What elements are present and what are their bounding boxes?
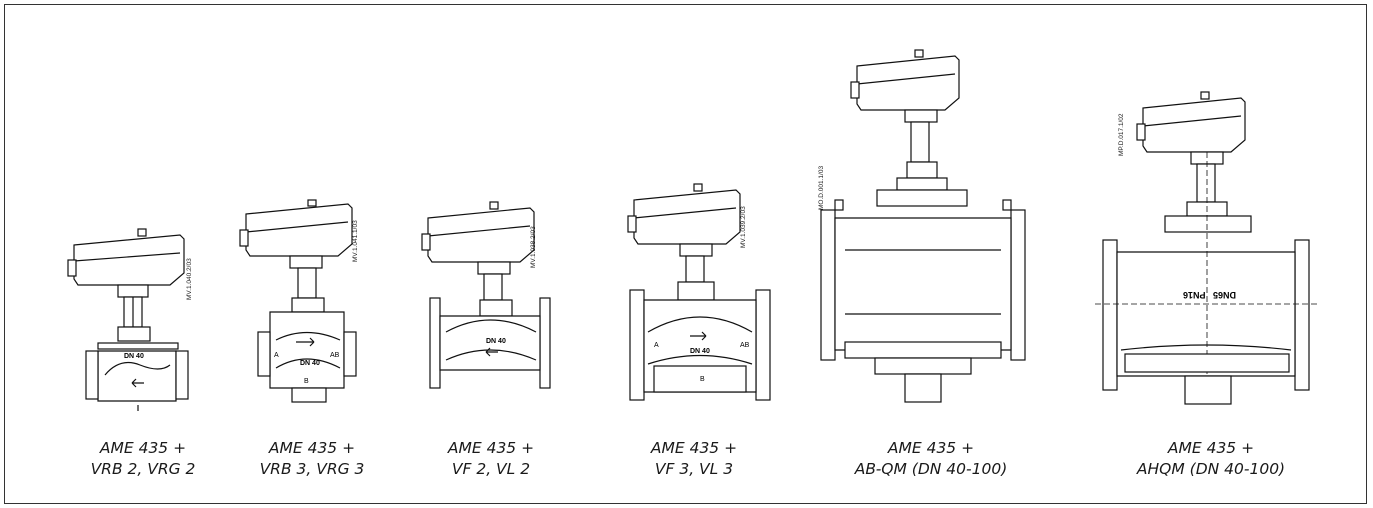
caption-line1: AME 435 + (447, 439, 535, 457)
port-label-ab: AB (740, 342, 750, 349)
port-label-a: A (654, 342, 659, 349)
figure-frame (4, 4, 1367, 504)
drawing-ahqm: DN65 PN16 (1095, 91, 1325, 412)
valve-marking: DN 40 (486, 338, 506, 345)
drawing-code: MV.1.039.2/03 (740, 206, 747, 248)
drawing-code: MV.1.040.2/03 (186, 258, 193, 300)
caption-vf2: AME 435 + VF 2, VL 2 (391, 438, 591, 480)
port-label-a: A (274, 352, 279, 359)
port-label-ab: AB (330, 352, 340, 359)
drawing-code: MO.D.001.1/03 (818, 165, 825, 210)
port-label-b: B (700, 376, 705, 383)
caption-line1: AME 435 + (268, 439, 356, 457)
caption-line1: AME 435 + (887, 439, 975, 457)
drawing-vrb3: DN 40 A AB B (236, 199, 376, 415)
valve-marking: DN 40 (690, 348, 710, 355)
caption-line2: AHQM (DN 40-100) (1136, 460, 1286, 478)
valve-marking: DN65 PN16 (1183, 290, 1237, 300)
caption-vrb3: AME 435 + VRB 3, VRG 3 (212, 438, 412, 480)
caption-line2: VRB 2, VRG 2 (90, 460, 196, 478)
valve-marking: DN 40 (124, 353, 144, 360)
drawing-vf3: DN 40 A AB B (620, 182, 780, 412)
caption-line1: AME 435 + (1167, 439, 1255, 457)
port-label-b: B (304, 378, 309, 385)
caption-line2: VF 2, VL 2 (451, 460, 531, 478)
caption-line1: AME 435 + (99, 439, 187, 457)
caption-line1: AME 435 + (650, 439, 738, 457)
caption-line2: AB-QM (DN 40-100) (854, 460, 1008, 478)
drawing-vf2: DN 40 (410, 200, 570, 410)
caption-vrb2: AME 435 + VRB 2, VRG 2 (43, 438, 243, 480)
caption-ahqm: AME 435 + AHQM (DN 40-100) (1096, 438, 1326, 480)
valve-marking: DN 40 (300, 360, 320, 367)
drawing-code: MV.1.041.1/03 (352, 220, 359, 262)
caption-vf3: AME 435 + VF 3, VL 3 (594, 438, 794, 480)
caption-line2: VRB 3, VRG 3 (259, 460, 365, 478)
caption-line2: VF 3, VL 3 (654, 460, 734, 478)
drawing-abqm (815, 49, 1045, 410)
caption-abqm: AME 435 + AB-QM (DN 40-100) (816, 438, 1046, 480)
drawing-vrb2: DN 40 (60, 225, 200, 415)
drawing-code: MP.D.017.1/02 (1118, 113, 1125, 156)
drawing-code: MV.1.038.2/03 (530, 226, 537, 268)
